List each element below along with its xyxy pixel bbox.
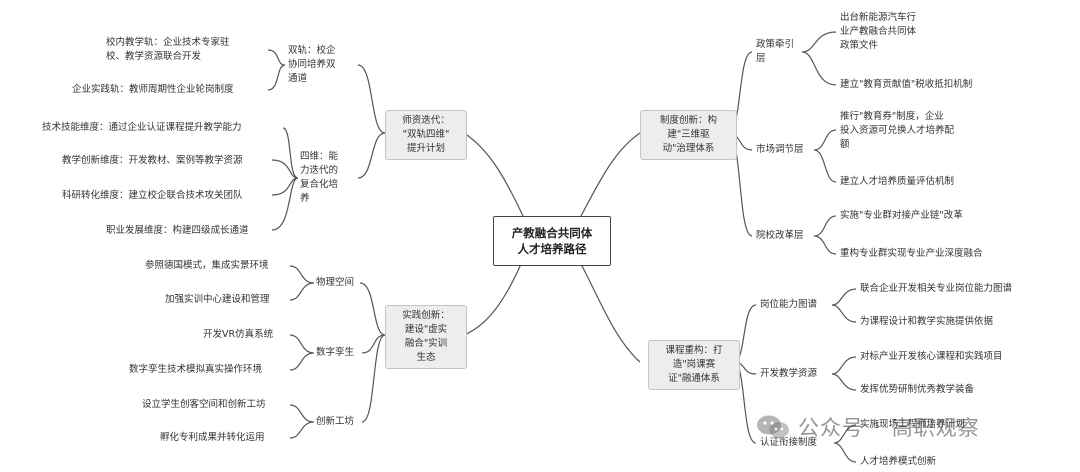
practice-digital: 数字孪生 — [316, 347, 355, 358]
curriculum-certification-item-2: 人才培养模式创新 — [860, 456, 937, 467]
system-reform: 院校改革层 — [756, 230, 804, 241]
link-dual-items — [267, 49, 286, 91]
link-resources-items — [831, 356, 857, 391]
system-policy: 政策牵引 层 — [756, 39, 795, 64]
practice-workshop-item-2: 孵化专利成果并转化运用 — [160, 432, 265, 443]
link-digital-items — [289, 334, 315, 371]
curriculum-map-item-1: 联合企业开发相关专业岗位能力图谱 — [860, 283, 1013, 294]
central-topic: 产教融合共同体 人才培养路径 — [493, 216, 611, 266]
teacher-four-item-3: 科研转化维度：建立校企联合技术攻关团队 — [62, 190, 243, 201]
practice-workshop-item-1: 设立学生创客空间和创新工坊 — [142, 399, 266, 410]
link-four-items — [271, 127, 299, 231]
teacher-dual-item-1: 校内教学轨：企业技术专家驻 校、教学资源联合开发 — [106, 37, 230, 62]
watermark-separator: · — [874, 415, 882, 439]
branch-curriculum: 课程重构：打 造"岗课赛 证"融通体系 — [648, 340, 740, 390]
curriculum-resources: 开发教学资源 — [760, 368, 818, 379]
curriculum-map: 岗位能力图谱 — [760, 299, 818, 310]
practice-physical-item-1: 参照德国模式，集成实景环境 — [145, 260, 269, 271]
branch-system: 制度创新：构 建"三维驱 动"治理体系 — [640, 110, 737, 160]
wechat-icon — [757, 415, 789, 438]
curriculum-certification: 认证衔接制度 — [760, 437, 818, 448]
practice-physical-item-2: 加强实训中心建设和管理 — [165, 294, 270, 305]
link-center-practice — [463, 263, 522, 336]
practice-physical: 物理空间 — [316, 277, 355, 288]
system-reform-item-2: 重构专业群实现专业产业深度融合 — [840, 248, 983, 259]
system-reform-item-1: 实施"专业群对接产业链"改革 — [840, 210, 963, 221]
system-policy-item-2: 建立"教育贡献值"税收抵扣机制 — [840, 79, 973, 90]
link-certification-items — [833, 424, 857, 463]
system-policy-item-1: 出台新能源汽车行 业产教融合共同体 政策文件 — [840, 12, 917, 51]
curriculum-certification-item-1: 实施现场工程师培养计划 — [860, 419, 965, 430]
branch-teacher: 师资迭代： "双轨四维" 提升计划 — [385, 110, 467, 160]
teacher-four-item-4: 职业发展维度：构建四级成长通道 — [106, 225, 249, 236]
branch-practice: 实践创新： 建设"虚实 融合"实训 生态 — [385, 305, 467, 369]
teacher-dual-item-2: 企业实践轨：教师周期性企业轮岗制度 — [72, 84, 234, 95]
link-practice-physical — [359, 282, 386, 336]
link-teacher-dual — [357, 64, 386, 134]
teacher-dual-track: 双轨：校企 协同培养双 通道 — [288, 45, 336, 84]
link-center-teacher — [463, 132, 524, 217]
link-map-items — [831, 288, 857, 323]
curriculum-resources-item-1: 对标产业开发核心课程和实践项目 — [860, 351, 1003, 362]
link-policy-items — [801, 31, 837, 86]
link-reform-items — [813, 215, 837, 255]
teacher-four-dimension: 四维：能 力迭代的 复合化培 养 — [300, 151, 339, 204]
link-physical-items — [289, 265, 315, 301]
practice-digital-item-1: 开发VR仿真系统 — [203, 329, 274, 340]
link-center-curriculum — [580, 263, 641, 363]
link-teacher-four — [357, 132, 386, 179]
curriculum-resources-item-2: 发挥优势研制优秀教学装备 — [860, 384, 975, 395]
link-center-system — [580, 132, 641, 217]
watermark-account: 公众号 — [798, 416, 864, 440]
watermark: 公众号 · 高职观察 — [756, 412, 980, 442]
watermark-name: 高职观察 — [891, 416, 980, 440]
teacher-four-item-1: 技术技能维度：通过企业认证课程提升教学能力 — [42, 122, 242, 133]
system-market-item-2: 建立人才培养质量评估机制 — [840, 176, 955, 187]
teacher-four-item-2: 教学创新维度：开发教材、案例等教学资源 — [62, 155, 243, 166]
link-market-items — [813, 129, 837, 183]
curriculum-map-item-2: 为课程设计和教学实施提供依据 — [860, 316, 994, 327]
link-practice-workshop — [361, 334, 386, 423]
link-practice-digital — [361, 334, 386, 354]
link-workshop-items — [289, 404, 315, 439]
system-market: 市场调节层 — [756, 144, 804, 155]
system-market-item-1: 推行"教育券"制度，企业 投入资源可兑换人才培养配 额 — [840, 111, 955, 150]
practice-workshop: 创新工坊 — [316, 416, 355, 427]
practice-digital-item-2: 数字孪生技术模拟真实操作环境 — [129, 364, 263, 375]
